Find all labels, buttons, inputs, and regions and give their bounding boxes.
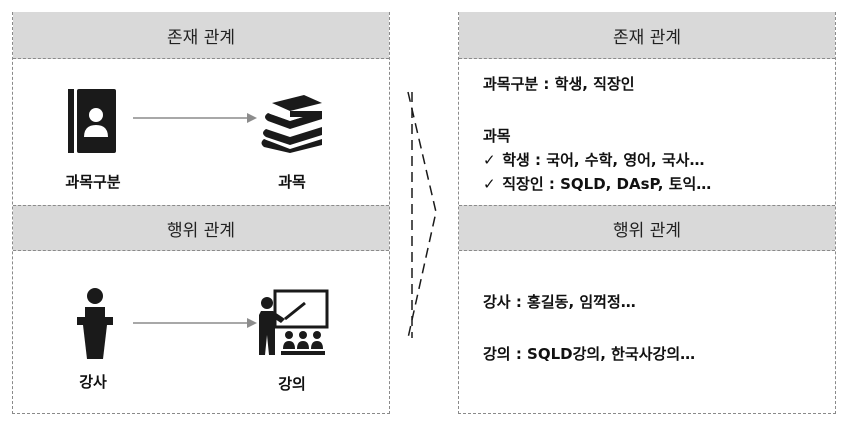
node-course-label: 과목 bbox=[278, 173, 306, 191]
right-panel: 존재 관계 과목구분 : 학생, 직장인 과목 ✓ 학생 : 국어, 수학, 영… bbox=[458, 12, 836, 414]
course-title: 과목 bbox=[483, 127, 511, 145]
right-existence-header-label: 존재 관계 bbox=[613, 27, 681, 48]
instructor-line: 강사 : 홍길동, 임꺽정… bbox=[483, 293, 636, 311]
course-worker-item: ✓ 직장인 : SQLD, DAsP, 토익… bbox=[483, 173, 711, 194]
node-lecture-label: 강의 bbox=[278, 375, 306, 393]
left-action-header-label: 행위 관계 bbox=[167, 220, 235, 241]
address-book-icon bbox=[68, 89, 116, 153]
course-worker-line: 직장인 : SQLD, DAsP, 토익… bbox=[502, 175, 712, 193]
node-course-category-label: 과목구분 bbox=[65, 173, 121, 191]
transform-chevron bbox=[407, 91, 437, 339]
lecture-line: 강의 : SQLD강의, 한국사강의… bbox=[483, 345, 696, 363]
right-action-header-label: 행위 관계 bbox=[613, 220, 681, 241]
course-student-line: 학생 : 국어, 수학, 영어, 국사… bbox=[502, 151, 705, 169]
course-category-line: 과목구분 : 학생, 직장인 bbox=[483, 75, 635, 93]
left-existence-header: 존재 관계 bbox=[13, 12, 389, 59]
right-existence-header: 존재 관계 bbox=[459, 12, 835, 59]
check-icon: ✓ bbox=[483, 151, 496, 169]
node-instructor-label: 강사 bbox=[79, 373, 107, 391]
classroom-icon bbox=[259, 289, 329, 355]
left-existence-header-label: 존재 관계 bbox=[167, 27, 235, 48]
instructor-podium-icon bbox=[77, 288, 113, 359]
arrow-category-to-course bbox=[133, 113, 257, 123]
arrow-instructor-to-lecture bbox=[133, 318, 257, 328]
left-panel: 존재 관계 과목구분 과목 행위 관계 강사 bbox=[12, 12, 390, 414]
course-student-item: ✓ 학생 : 국어, 수학, 영어, 국사… bbox=[483, 149, 704, 170]
right-action-header: 행위 관계 bbox=[459, 205, 835, 251]
check-icon: ✓ bbox=[483, 175, 496, 193]
books-stack-icon bbox=[261, 95, 323, 153]
left-action-header: 행위 관계 bbox=[13, 205, 389, 251]
